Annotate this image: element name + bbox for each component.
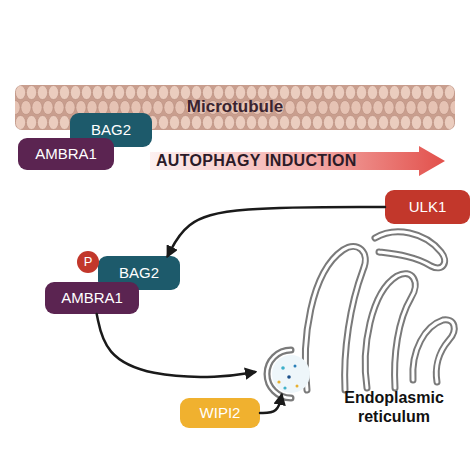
node-label: BAG2 [91, 121, 131, 139]
phagophore-lumen [272, 355, 310, 393]
gradient-arrow [150, 146, 445, 176]
kinase-box: ULK1 [385, 190, 470, 224]
node-label: Microtubule [187, 97, 283, 117]
er-region: Endoplasmic reticulum [255, 230, 460, 395]
arrow-connector [260, 395, 282, 413]
node-label: BAG2 [119, 264, 159, 282]
er-sheets [305, 232, 454, 390]
node-label: AMBRA1 [35, 145, 97, 163]
protein-box: AMBRA1 [18, 138, 114, 170]
node-label: ULK1 [409, 198, 447, 216]
phagophore-membrane-inner [267, 350, 291, 398]
cargo-dot [287, 375, 291, 379]
phospho-dot [77, 251, 99, 273]
protein-box: WIPI2 [180, 398, 260, 428]
node-label: WIPI2 [200, 404, 241, 422]
cargo-dot [277, 380, 280, 383]
node-label: P [84, 254, 93, 270]
induction-arrow: AUTOPHAGY INDUCTION [150, 146, 445, 176]
phagophore-membrane [267, 350, 291, 398]
er-drawing [267, 232, 454, 398]
arrow-connector [168, 207, 385, 256]
cargo-dot [294, 365, 297, 368]
phospho-circle: P [77, 251, 99, 273]
node-label: AMBRA1 [61, 289, 123, 307]
er-lumen [305, 232, 454, 390]
node-label: Endoplasmic reticulum [323, 388, 465, 426]
arrow-connector [97, 314, 255, 377]
protein-box: AMBRA1 [45, 282, 139, 314]
cargo-dot [296, 385, 299, 388]
node-label: AUTOPHAGY INDUCTION [156, 151, 357, 170]
cargo-dot [281, 366, 285, 370]
cargo-dot [283, 386, 286, 389]
